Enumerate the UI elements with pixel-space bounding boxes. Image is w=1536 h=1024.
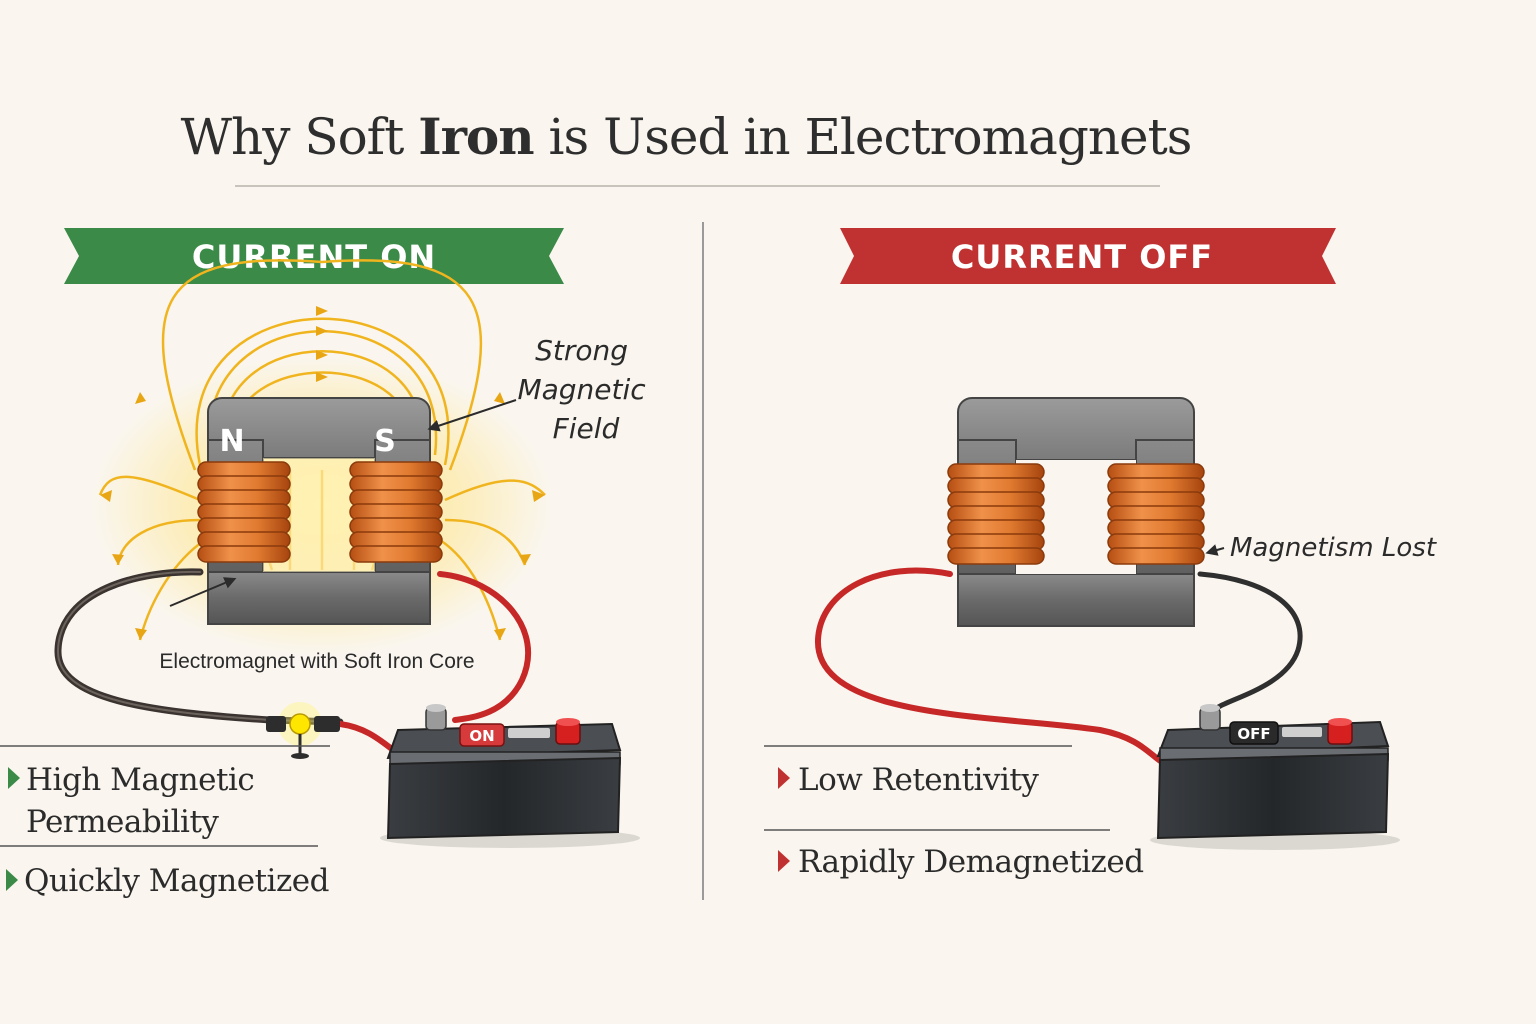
left-panel: CURRENT ON: [0, 228, 655, 899]
left-coil: [198, 462, 290, 562]
field-label: Strong Magnetic Field: [517, 334, 654, 445]
left-coil-off: [948, 464, 1044, 564]
right-black-wire: [1200, 574, 1300, 712]
right-switch-label: OFF: [1237, 725, 1270, 743]
left-battery: ON: [380, 704, 640, 848]
status-label: Magnetism Lost: [1230, 533, 1437, 563]
south-pole-label: S: [374, 424, 396, 459]
right-coil: [350, 462, 442, 562]
right-bullet-2-icon: [778, 850, 790, 872]
left-bullet-2: Quickly Magnetized: [24, 863, 329, 899]
right-bullet-2: Rapidly Demagnetized: [798, 844, 1144, 880]
right-banner-text: CURRENT OFF: [951, 238, 1213, 276]
right-battery: OFF: [1150, 704, 1400, 850]
north-pole-label: N: [219, 424, 244, 459]
right-coil-off: [1108, 464, 1204, 564]
left-bullet-1: High Magnetic Permeability: [26, 762, 264, 840]
right-bullet-1-icon: [778, 767, 790, 789]
page-title: Why Soft Iron is Used in Electromagnets: [181, 107, 1192, 166]
right-bullet-1: Low Retentivity: [798, 762, 1039, 798]
indicator-bulb-icon: [266, 702, 340, 759]
status-label-pointer: [1210, 548, 1224, 552]
right-panel: CURRENT OFF Magnetism Los: [764, 228, 1437, 880]
left-switch-label: ON: [469, 727, 494, 745]
left-bullet-2-icon: [6, 869, 18, 891]
left-banner-text: CURRENT ON: [192, 238, 436, 276]
left-diagram-caption: Electromagnet with Soft Iron Core: [159, 650, 474, 673]
left-bullet-1-icon: [8, 767, 20, 789]
